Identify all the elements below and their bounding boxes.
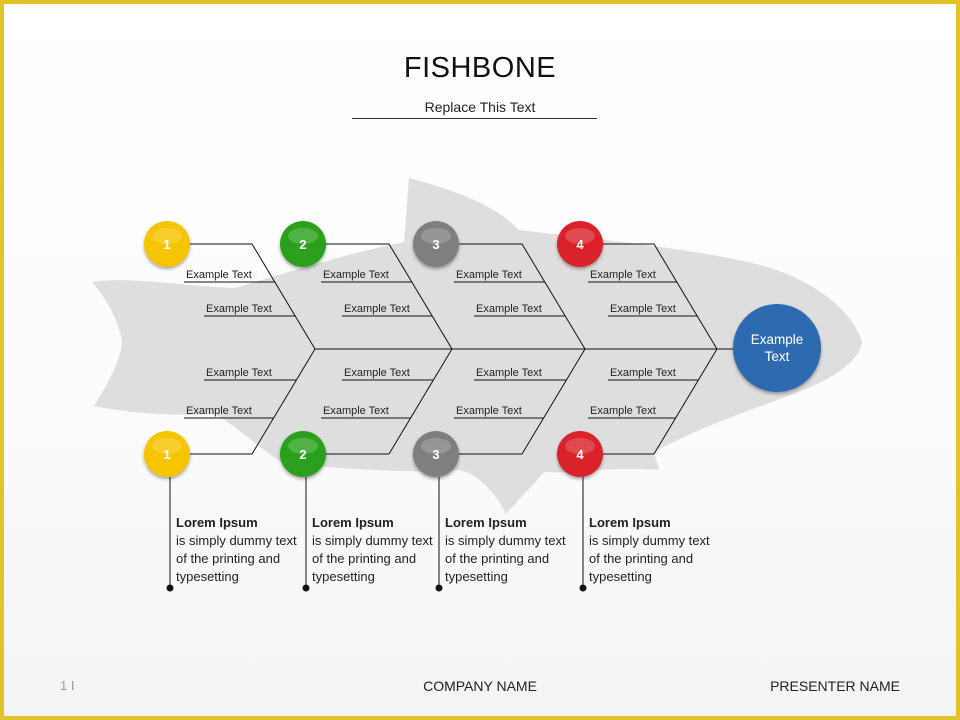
slide-subtitle[interactable]: Replace This Text <box>424 99 536 115</box>
branch-label[interactable]: Example Text <box>590 405 656 417</box>
stem-dot <box>579 584 587 592</box>
head-circle[interactable] <box>733 304 821 392</box>
branch-label[interactable]: Example Text <box>610 303 676 315</box>
description-block-2[interactable]: Lorem Ipsum is simply dummy text of the p… <box>312 514 442 586</box>
branch-label[interactable]: Example Text <box>206 367 272 379</box>
branch-label[interactable]: Example Text <box>206 303 272 315</box>
circle-number: 4 <box>576 237 584 252</box>
stem-dot <box>166 584 174 592</box>
bottom-rib-line <box>303 348 453 455</box>
branch-label[interactable]: Example Text <box>456 269 522 281</box>
circle-highlight <box>152 228 182 244</box>
top-number-circle-1[interactable] <box>144 221 190 267</box>
description-body: is simply dummy text of the printing and… <box>589 533 710 584</box>
bottom-rib-line <box>436 348 586 455</box>
subtitle-divider <box>352 118 597 119</box>
branch-label[interactable]: Example Text <box>476 303 542 315</box>
description-heading: Lorem Ipsum <box>312 515 394 530</box>
circle-highlight <box>288 438 318 454</box>
fish-silhouette <box>92 178 862 514</box>
company-name[interactable]: COMPANY NAME <box>423 678 537 694</box>
head-label-line1: Example <box>751 332 804 347</box>
branch-label[interactable]: Example Text <box>344 367 410 379</box>
branch-label[interactable]: Example Text <box>186 269 252 281</box>
circle-number: 1 <box>163 237 170 252</box>
circle-highlight <box>288 228 318 244</box>
bottom-rib-line <box>580 348 718 455</box>
branch-label[interactable]: Example Text <box>344 303 410 315</box>
top-rib-line <box>167 243 316 350</box>
circle-number: 2 <box>299 237 306 252</box>
description-block-3[interactable]: Lorem Ipsum is simply dummy text of the p… <box>445 514 575 586</box>
top-number-circle-3[interactable] <box>413 221 459 267</box>
description-body: is simply dummy text of the printing and… <box>445 533 566 584</box>
circle-number: 3 <box>432 237 439 252</box>
top-number-circle-4[interactable] <box>557 221 603 267</box>
branch-label[interactable]: Example Text <box>323 269 389 281</box>
description-heading: Lorem Ipsum <box>176 515 258 530</box>
circle-highlight <box>421 228 451 244</box>
bottom-number-circle-1[interactable] <box>144 431 190 477</box>
description-body: is simply dummy text of the printing and… <box>312 533 433 584</box>
description-heading: Lorem Ipsum <box>445 515 527 530</box>
circle-highlight <box>565 438 595 454</box>
bottom-rib-line <box>167 348 316 455</box>
circle-number: 4 <box>576 447 584 462</box>
bottom-number-circle-4[interactable] <box>557 431 603 477</box>
description-body: is simply dummy text of the printing and… <box>176 533 297 584</box>
stem-dot <box>435 584 443 592</box>
top-number-circle-2[interactable] <box>280 221 326 267</box>
top-rib-line <box>436 243 586 350</box>
page-number: 1 I <box>60 678 75 693</box>
bottom-number-circle-2[interactable] <box>280 431 326 477</box>
circle-number: 3 <box>432 447 439 462</box>
circle-number: 1 <box>163 447 170 462</box>
presenter-name[interactable]: PRESENTER NAME <box>770 678 900 694</box>
slide-title[interactable]: FISHBONE <box>403 52 557 84</box>
description-block-1[interactable]: Lorem Ipsum is simply dummy text of the p… <box>176 514 306 586</box>
description-heading: Lorem Ipsum <box>589 515 671 530</box>
circle-highlight <box>421 438 451 454</box>
head-label-line2: Text <box>765 349 790 364</box>
branch-label[interactable]: Example Text <box>476 367 542 379</box>
branch-label[interactable]: Example Text <box>610 367 676 379</box>
stem-dot <box>302 584 310 592</box>
description-block-4[interactable]: Lorem Ipsum is simply dummy text of the p… <box>589 514 719 586</box>
top-rib-line <box>303 243 453 350</box>
circle-number: 2 <box>299 447 306 462</box>
circle-highlight <box>152 438 182 454</box>
circle-highlight <box>565 228 595 244</box>
branch-label[interactable]: Example Text <box>323 405 389 417</box>
top-rib-line <box>580 243 718 350</box>
bottom-number-circle-3[interactable] <box>413 431 459 477</box>
branch-label[interactable]: Example Text <box>590 269 656 281</box>
branch-label[interactable]: Example Text <box>456 405 522 417</box>
branch-label[interactable]: Example Text <box>186 405 252 417</box>
